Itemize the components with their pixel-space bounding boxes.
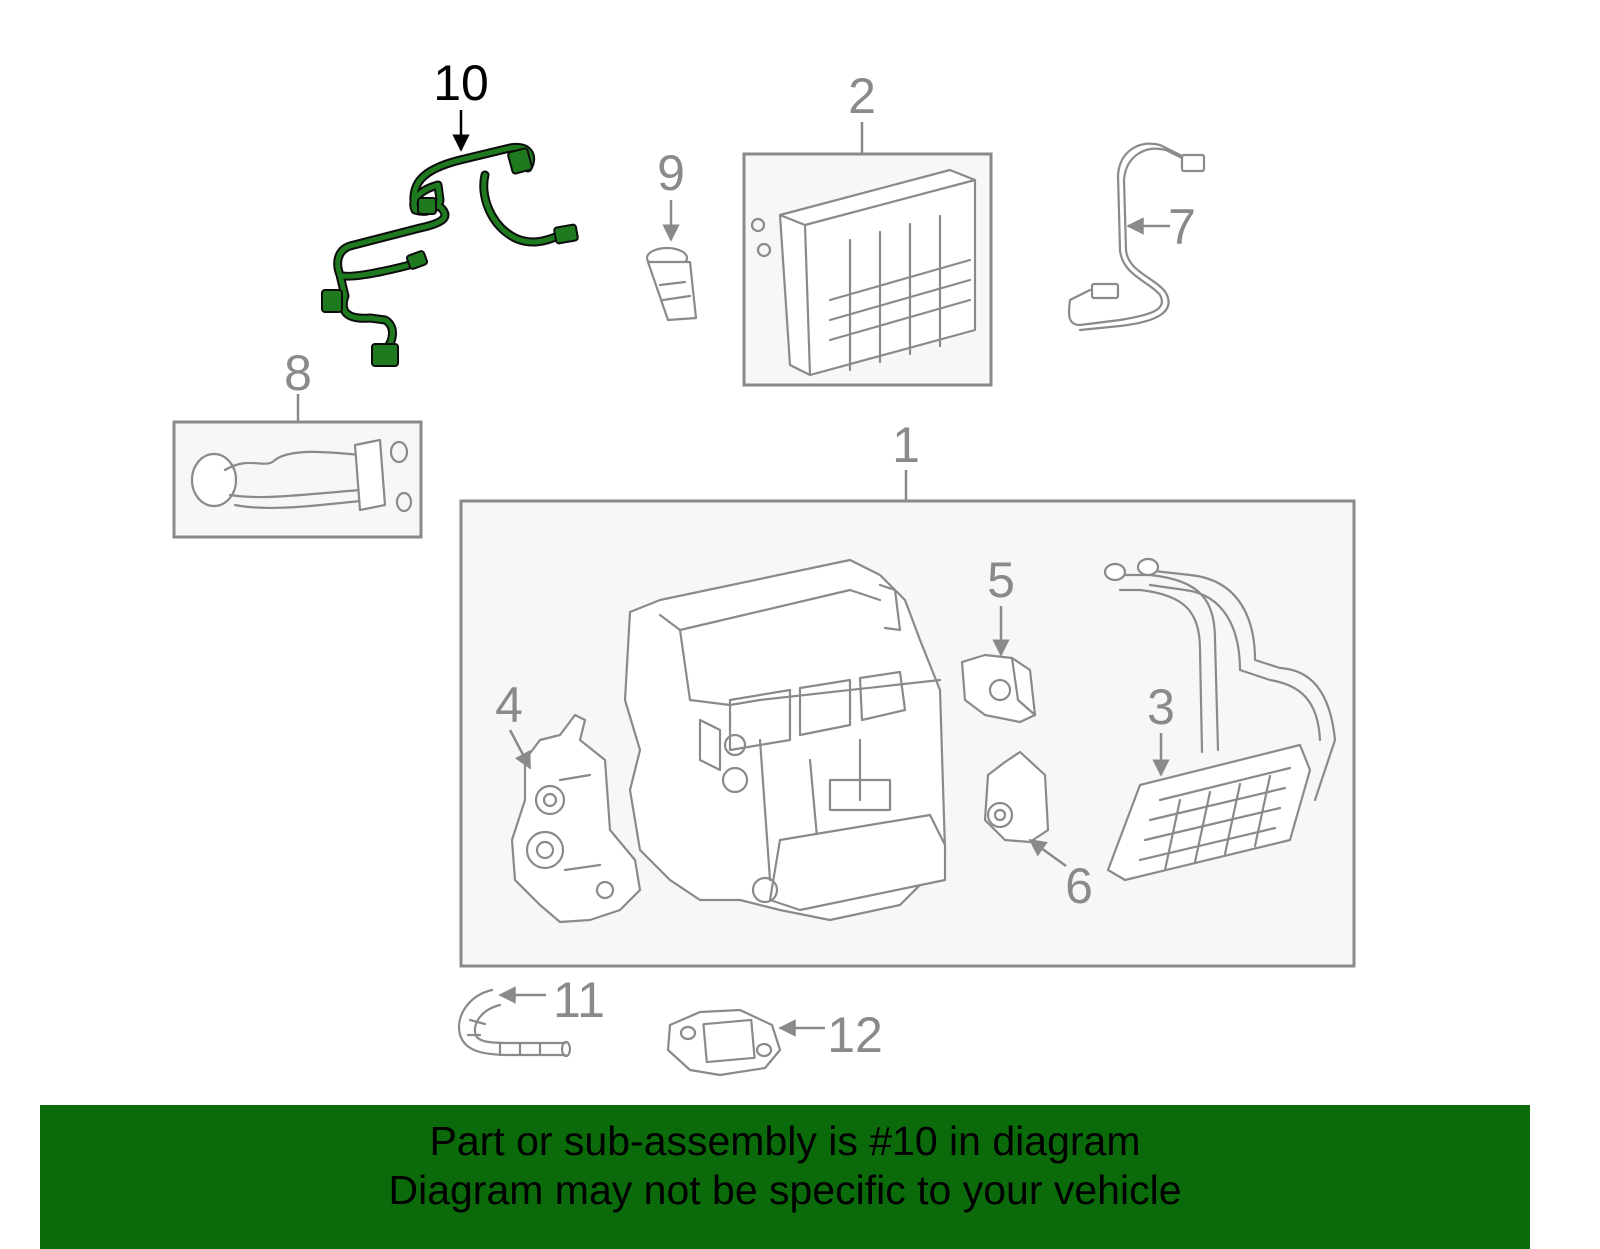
notice-banner: Part or sub-assembly is #10 in diagram D… [40,1105,1530,1249]
callout-6[interactable]: 6 [1065,858,1093,914]
part-8-pipe[interactable] [190,438,413,513]
callout-1[interactable]: 1 [892,417,920,473]
part-10-wire-harness[interactable] [321,142,579,367]
part-1-hvac-housing[interactable] [623,558,947,922]
callout-6-leader [1028,838,1067,868]
banner-line-part: Part or sub-assembly is #10 in diagram [429,1118,1141,1164]
callout-11[interactable]: 11 [553,972,605,1028]
part-12-grommet[interactable] [666,1008,782,1077]
callout-4[interactable]: 4 [495,677,523,733]
part-11-hose[interactable] [457,988,572,1058]
part-9-drain[interactable] [645,246,698,322]
callout-7[interactable]: 7 [1168,199,1196,255]
callout-2[interactable]: 2 [848,68,876,124]
callout-3[interactable]: 3 [1147,679,1175,735]
callout-8[interactable]: 8 [284,345,312,401]
callout-10[interactable]: 10 [433,55,489,111]
part-2-evaporator[interactable] [750,168,977,377]
callout-9[interactable]: 9 [657,145,685,201]
callout-4-leader [508,729,532,770]
part-3-heater-core[interactable] [1103,557,1337,882]
banner-line-disclaimer: Diagram may not be specific to your vehi… [388,1167,1182,1213]
callout-5[interactable]: 5 [987,552,1015,608]
part-7-sensor[interactable] [1067,142,1206,332]
part-4-actuator[interactable] [510,713,642,924]
callout-12[interactable]: 12 [827,1007,883,1063]
part-6-motor[interactable] [983,750,1050,844]
